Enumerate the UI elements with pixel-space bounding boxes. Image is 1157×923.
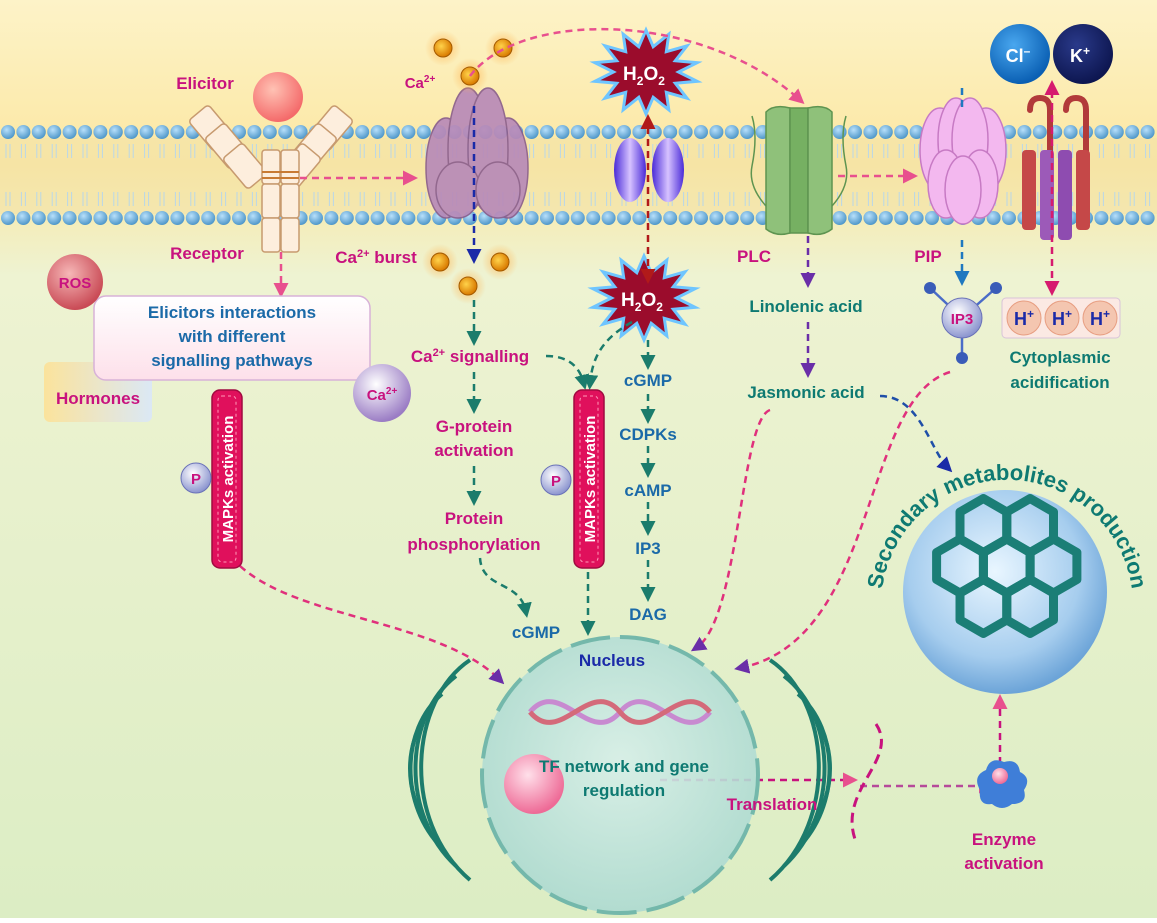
h2o2-burst-bottom <box>587 252 701 344</box>
proton-label: H+ <box>1090 307 1110 329</box>
cascade-cdpks: CDPKs <box>619 425 677 444</box>
enzyme <box>977 760 1028 808</box>
calcium-signalling-label: Ca2+ signalling <box>411 347 529 366</box>
hexagon-structure <box>932 494 1082 638</box>
calcium-channel <box>425 87 529 219</box>
hormones-label: Hormones <box>56 389 140 408</box>
mrna-strand <box>850 723 883 843</box>
h2o2-bottom-label: H2O2 <box>621 290 663 314</box>
tf-line-1: TF network and gene <box>539 757 709 776</box>
potassium-label: K+ <box>1070 44 1090 66</box>
endoplasmic-reticulum <box>408 658 832 882</box>
ros-label: ROS <box>59 275 92 292</box>
enzyme-line-2: activation <box>964 854 1043 873</box>
cascade-ip3: IP3 <box>635 539 661 558</box>
chloride-label: Cl– <box>1006 44 1031 66</box>
arrow-mapk-left-to-nucleus <box>239 565 505 685</box>
mapk-bar-left: MAPKs activation <box>211 389 243 569</box>
proton-ball <box>1006 300 1042 336</box>
tf-line-2: regulation <box>583 781 665 800</box>
arrow-signalling-to-mapk <box>545 354 590 390</box>
elicitors-box-line-1: Elicitors interactions <box>148 303 316 322</box>
proton-ball <box>1082 300 1118 336</box>
phosphate-left <box>180 462 212 494</box>
jasmonic-label: Jasmonic acid <box>747 383 864 402</box>
pip-label: PIP <box>914 247 941 266</box>
proton-label: H+ <box>1052 307 1072 329</box>
elicitor-molecule <box>253 72 303 122</box>
cascade-cgmp: cGMP <box>624 371 672 390</box>
cyto-line-1: Cytoplasmic <box>1009 348 1110 367</box>
calcium-bubble-label: Ca2+ <box>367 386 398 404</box>
gprotein-line-1: G-protein <box>436 417 513 436</box>
protein-phos-line-2: phosphorylation <box>407 535 540 554</box>
arrow-jasmonic-to-secondary <box>879 394 953 473</box>
elicitors-interaction-box <box>93 295 371 381</box>
plc-channel <box>750 105 848 236</box>
plc-label: PLC <box>737 247 771 266</box>
pip-channel <box>919 97 1007 225</box>
phosphate-left-label: P <box>191 471 201 488</box>
nucleus <box>480 635 760 915</box>
gprotein-line-2: activation <box>434 441 513 460</box>
nucleus-label: Nucleus <box>579 651 645 670</box>
mapk-left-label: MAPKs activation <box>220 416 237 543</box>
mapk-bar-middle: MAPKs activation <box>573 389 605 569</box>
arrow-ca-to-plc <box>469 27 805 105</box>
cyto-line-2: acidification <box>1010 373 1109 392</box>
cascade-dag: DAG <box>629 605 667 624</box>
arrow-ip3-to-nucleus <box>734 370 951 674</box>
arrow-jasmonic-to-nucleus <box>690 408 771 652</box>
elicitors-box-line-3: signalling pathways <box>151 351 313 370</box>
cascade-camp: cAMP <box>624 481 671 500</box>
enzyme-line-1: Enzyme <box>972 830 1036 849</box>
receptor-label: Receptor <box>170 244 244 263</box>
elicitors-box-line-2: with different <box>178 327 286 346</box>
ip3-molecule-label: IP3 <box>951 311 974 328</box>
proton-group: H+ H+ H+ <box>1006 300 1118 336</box>
h2o2-transporter <box>614 138 684 202</box>
phosphate-middle-label: P <box>551 473 561 490</box>
mapk-middle-label: MAPKs activation <box>582 416 599 543</box>
chloride-ion <box>990 24 1050 84</box>
transcription-factor <box>504 754 564 814</box>
calcium-ions <box>422 30 521 304</box>
h2o2-top-label: H2O2 <box>623 64 665 88</box>
receptor-protein <box>189 105 353 253</box>
calcium-burst-label: Ca2+ burst <box>335 248 417 267</box>
ros-bubble <box>47 254 103 310</box>
proton-label: H+ <box>1014 307 1034 329</box>
arrow-to-cgmp <box>478 557 532 618</box>
calcium-top-label: Ca2+ <box>405 74 436 92</box>
proton-ball <box>1044 300 1080 336</box>
potassium-ion <box>1053 24 1113 84</box>
dna-helix <box>528 699 712 725</box>
protein-phos-line-1: Protein <box>445 509 504 528</box>
ip3-molecule <box>924 282 1002 364</box>
linolenic-label: Linolenic acid <box>749 297 862 316</box>
calcium-bubble <box>353 364 411 422</box>
translation-label: Translation <box>727 795 818 814</box>
phosphate-middle <box>540 464 572 496</box>
elicitor-label: Elicitor <box>176 74 234 93</box>
cgmp-left-label: cGMP <box>512 623 560 642</box>
